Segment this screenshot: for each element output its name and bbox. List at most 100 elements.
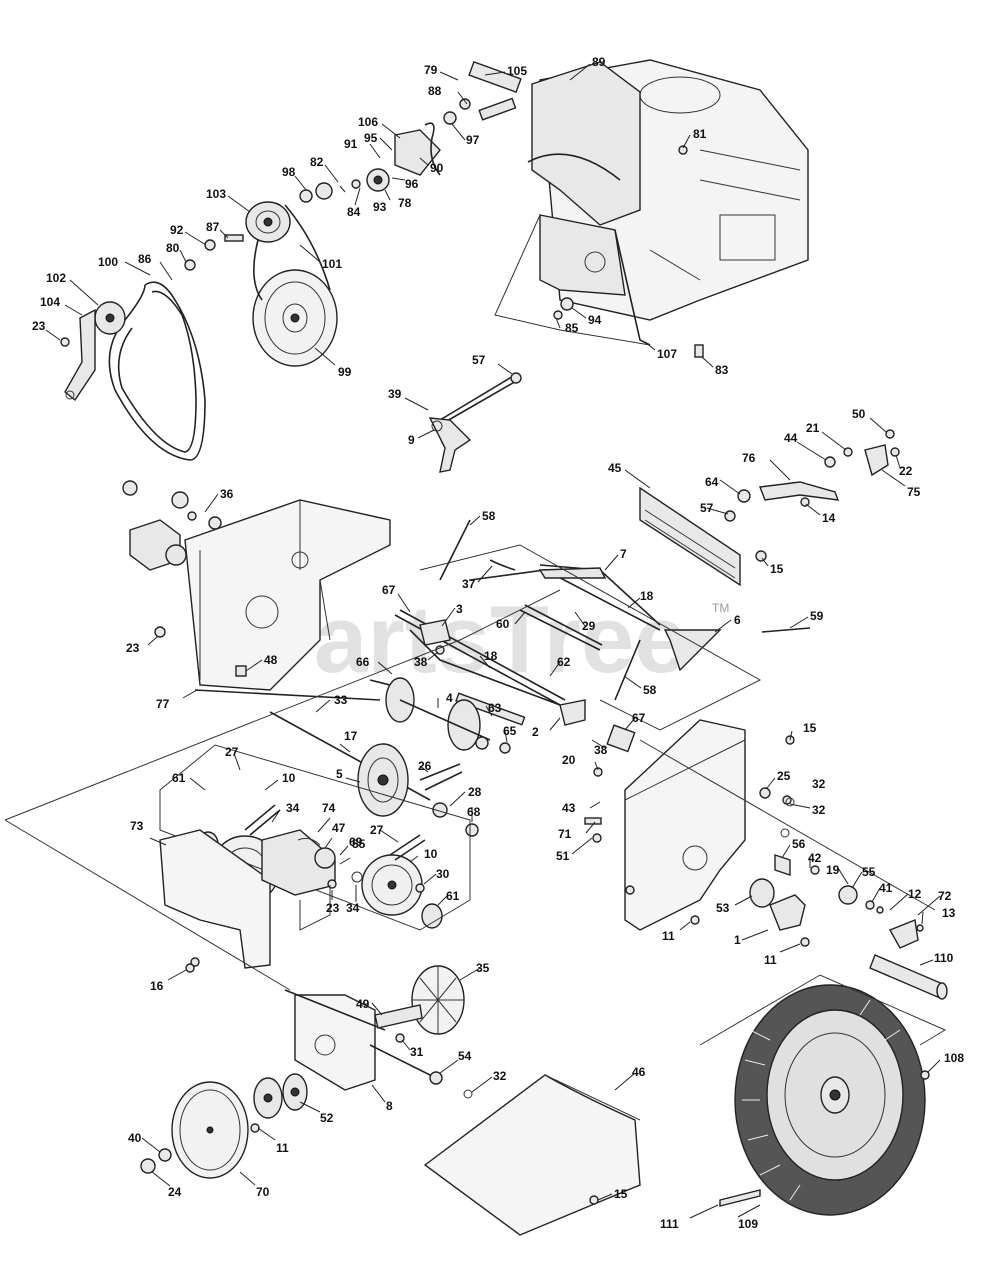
callout-28: 28 xyxy=(468,785,482,799)
callout-50: 50 xyxy=(852,407,866,421)
callout-70: 70 xyxy=(256,1185,270,1199)
callout-104: 104 xyxy=(40,295,60,309)
plate-46 xyxy=(423,1074,641,1236)
callout-63: 63 xyxy=(488,701,502,715)
callout-73: 73 xyxy=(130,819,144,833)
callout-3: 3 xyxy=(456,602,463,616)
callout-107: 107 xyxy=(657,347,677,361)
callout-78: 78 xyxy=(398,196,412,210)
callout-10-right: 10 xyxy=(424,847,438,861)
callout-6: 6 xyxy=(734,613,741,627)
callout-24: 24 xyxy=(168,1185,182,1199)
callout-43: 43 xyxy=(562,801,576,815)
callout-61-left: 61 xyxy=(172,771,186,785)
callout-2: 2 xyxy=(532,725,539,739)
callout-30: 30 xyxy=(436,867,450,881)
callout-38-top: 38 xyxy=(414,655,428,669)
callout-32-right-mid: 32 xyxy=(812,803,826,817)
callout-52: 52 xyxy=(320,1111,334,1125)
callout-46: 46 xyxy=(632,1065,646,1079)
callout-44: 44 xyxy=(784,431,798,445)
callout-75: 75 xyxy=(907,485,921,499)
bracket-76 xyxy=(724,429,900,522)
callout-69: 69 xyxy=(349,835,363,849)
callout-39: 39 xyxy=(388,387,402,401)
idler-parts-top xyxy=(184,60,704,358)
callout-47: 47 xyxy=(332,821,346,835)
callout-67-top: 67 xyxy=(382,583,396,597)
callout-65: 65 xyxy=(503,724,517,738)
callout-111: 111 xyxy=(660,1217,679,1231)
callout-9: 9 xyxy=(408,433,415,447)
tube-110 xyxy=(869,954,948,1000)
callout-51: 51 xyxy=(556,849,570,863)
callout-37: 37 xyxy=(462,577,476,591)
sprocket-10b xyxy=(361,834,443,929)
callout-71: 71 xyxy=(558,827,572,841)
callout-99: 99 xyxy=(338,365,352,379)
callout-93: 93 xyxy=(373,200,387,214)
callout-34-left: 34 xyxy=(286,801,300,815)
callout-110: 110 xyxy=(934,951,954,965)
engine-plate xyxy=(539,214,651,346)
callout-35: 35 xyxy=(476,961,490,975)
callout-83: 83 xyxy=(715,363,729,377)
callout-45: 45 xyxy=(608,461,622,475)
callout-58-mid: 58 xyxy=(643,683,657,697)
callout-64: 64 xyxy=(705,475,719,489)
impeller-35 xyxy=(374,965,465,1043)
watermark-text: PartsTree xyxy=(250,586,688,693)
plate-45 xyxy=(639,486,767,587)
callout-29: 29 xyxy=(582,619,596,633)
callout-40: 40 xyxy=(128,1131,142,1145)
pulley-70 xyxy=(140,1081,249,1179)
callout-89: 89 xyxy=(592,55,606,69)
callout-87: 87 xyxy=(206,220,220,234)
callout-56: 56 xyxy=(792,837,806,851)
callout-68: 68 xyxy=(467,805,481,819)
callout-88: 88 xyxy=(428,84,442,98)
callout-10-left: 10 xyxy=(282,771,296,785)
idler-102 xyxy=(60,301,126,402)
callout-54: 54 xyxy=(458,1049,472,1063)
callout-85: 85 xyxy=(565,321,579,335)
callout-62: 62 xyxy=(557,655,571,669)
callout-79: 79 xyxy=(424,63,438,77)
shift-parts xyxy=(428,372,522,473)
callout-31: 31 xyxy=(410,1045,424,1059)
callout-16: 16 xyxy=(150,979,164,993)
callout-1: 1 xyxy=(734,933,741,947)
callout-32-bottom: 32 xyxy=(493,1069,507,1083)
callout-108: 108 xyxy=(944,1051,964,1065)
gear-5 xyxy=(269,711,479,837)
callout-18-mid: 18 xyxy=(484,649,498,663)
callout-94: 94 xyxy=(588,313,602,327)
callout-77: 77 xyxy=(156,697,170,711)
callout-15-bottom: 15 xyxy=(614,1187,628,1201)
callout-105: 105 xyxy=(507,64,527,78)
callout-102: 102 xyxy=(46,271,66,285)
callout-32-right-top: 32 xyxy=(812,777,826,791)
callout-4: 4 xyxy=(446,691,453,705)
callout-76: 76 xyxy=(742,451,756,465)
callout-7: 7 xyxy=(620,547,627,561)
plate-8 xyxy=(185,963,473,1099)
callout-96: 96 xyxy=(405,177,419,191)
pulley-99 xyxy=(252,269,338,367)
callout-12: 12 xyxy=(908,887,922,901)
callout-19: 19 xyxy=(826,863,840,877)
callout-82: 82 xyxy=(310,155,324,169)
callout-21: 21 xyxy=(806,421,820,435)
callout-42: 42 xyxy=(808,851,822,865)
wheel-109 xyxy=(719,984,930,1216)
callout-17: 17 xyxy=(344,729,358,743)
frame-right xyxy=(584,719,924,949)
callout-23-bracket: 23 xyxy=(326,901,340,915)
callout-48: 48 xyxy=(264,653,278,667)
callout-86: 86 xyxy=(138,252,152,266)
callout-97: 97 xyxy=(466,133,480,147)
callout-101: 101 xyxy=(322,257,342,271)
callout-106: 106 xyxy=(358,115,378,129)
callout-34-right: 34 xyxy=(346,901,360,915)
